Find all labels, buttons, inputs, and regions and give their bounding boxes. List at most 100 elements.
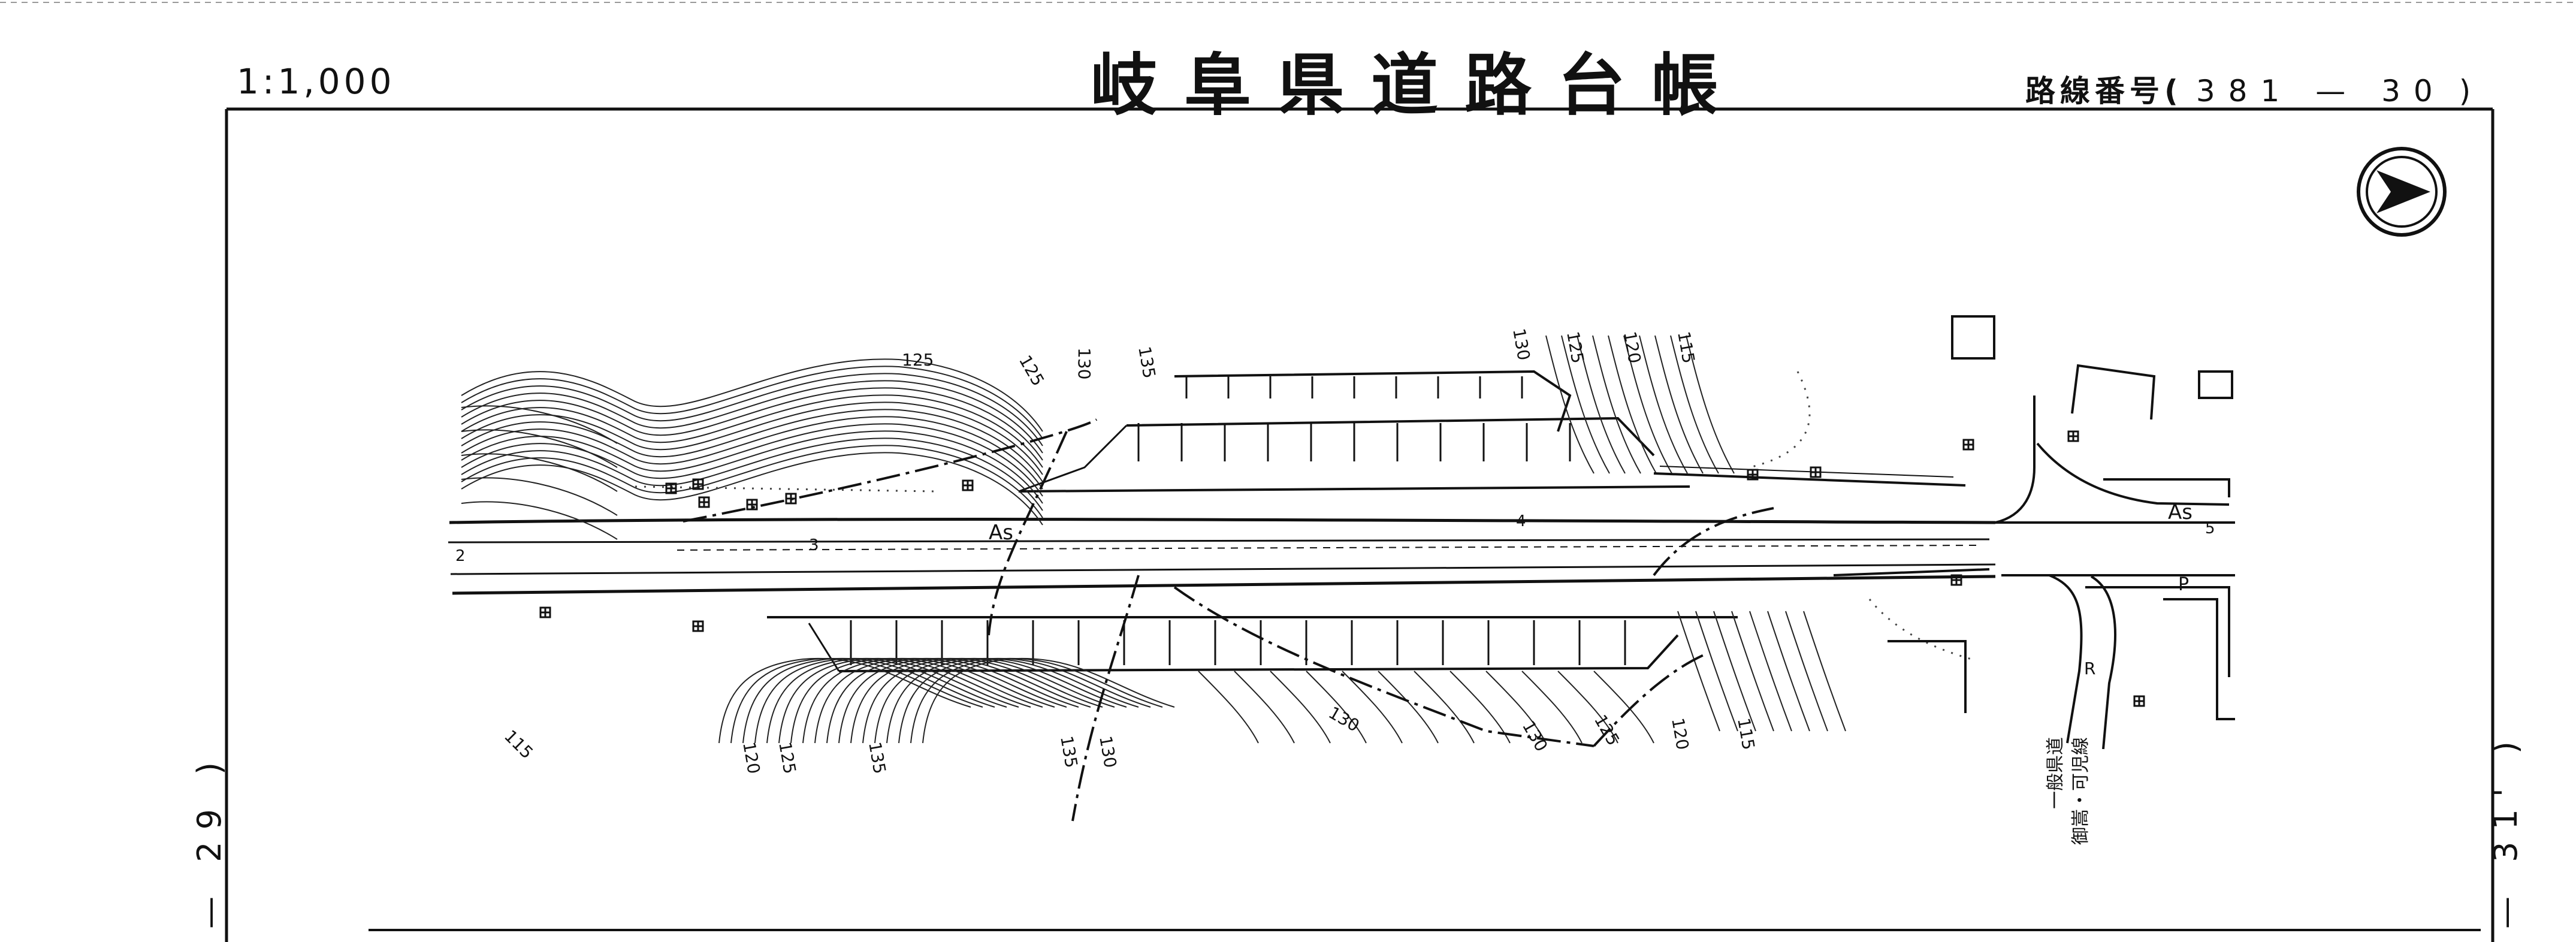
contour-line (1639, 335, 1688, 474)
contour-label: 135 (865, 740, 890, 775)
map-labels: As As 2 3 4 5 125 125 130 135 130 125 12… (455, 327, 2215, 845)
contour-line (1234, 671, 1295, 744)
contour-label: 125 (902, 350, 934, 370)
contour-line (1270, 671, 1331, 744)
contour-line (1561, 335, 1610, 474)
route-number-close: ) (2459, 74, 2475, 108)
contour-line (1521, 671, 1583, 744)
route-number-label: 路線番号( (2025, 74, 2183, 108)
station-label: 5 (2205, 520, 2215, 538)
contour-line (1731, 611, 1774, 732)
pavement-label-east: As (2168, 500, 2193, 524)
map-symbol-r: R (2084, 659, 2095, 678)
contour-line (838, 657, 1091, 744)
north-wall-ticks (1137, 376, 1571, 461)
contour-label: 135 (1056, 734, 1082, 769)
contour-line (1686, 335, 1735, 474)
contour-line (461, 477, 618, 516)
contour-line (1593, 671, 1654, 744)
contour-line (850, 657, 1103, 744)
contour-label: 120 (1620, 330, 1645, 364)
contour-line (1713, 611, 1756, 732)
contour-line (1198, 671, 1259, 744)
contour-line (1785, 611, 1828, 732)
contour-line (461, 366, 1043, 439)
side-road-label-line1: 一般県道 (2045, 737, 2066, 809)
contour-line (718, 657, 971, 744)
contour-line (1545, 335, 1594, 474)
contour-line (1378, 671, 1439, 744)
contour-label: 135 (1134, 345, 1159, 379)
contour-line (1803, 611, 1846, 732)
contour-line (922, 657, 1175, 744)
contour-line (1577, 335, 1626, 474)
contour-label: 120 (739, 740, 764, 775)
contour-line (461, 380, 1043, 454)
contour-label: 130 (1325, 702, 1363, 735)
contour-line (802, 657, 1055, 744)
contour-line (1485, 671, 1547, 744)
map-scale: 1:1,000 (237, 61, 395, 102)
contour-line (461, 387, 1043, 461)
station-label: 4 (1516, 512, 1526, 530)
contour-label: 120 (1668, 716, 1693, 751)
contour-label: 130 (1518, 717, 1551, 755)
route-number-value: 381 — 30 (2196, 74, 2446, 108)
contour-line (1749, 611, 1792, 732)
hatched-shoulder (1653, 466, 1990, 576)
north-arrow-icon (2357, 147, 2447, 237)
contour-label: 125 (775, 740, 800, 775)
contour-line (886, 657, 1139, 744)
contour-line (814, 657, 1067, 744)
contour-line (461, 409, 1043, 482)
contour-line (742, 657, 995, 744)
contour-line (1414, 671, 1475, 744)
contour-line (754, 657, 1007, 744)
contour-line (461, 358, 1043, 432)
contour-label: 115 (1674, 330, 1699, 364)
contour-lines (461, 335, 1846, 744)
contour-label: 125 (1563, 330, 1588, 364)
contour-label: 115 (500, 726, 537, 763)
contour-line (461, 430, 1043, 504)
side-road-label-line2: 御嵩・可児線 (2070, 737, 2091, 845)
contour-line (461, 429, 618, 468)
contour-line (790, 657, 1043, 744)
contour-label: 125 (1015, 352, 1048, 390)
parking-symbol: P (2178, 574, 2189, 595)
side-road (1995, 395, 2230, 750)
contour-line (910, 657, 1163, 744)
contour-label: 115 (1734, 716, 1759, 751)
station-label: 2 (455, 547, 466, 565)
contour-line (874, 657, 1127, 744)
contour-line (461, 401, 1043, 475)
south-wall-ticks (850, 620, 1626, 665)
contour-line (461, 453, 618, 492)
contour-line (461, 501, 618, 540)
contour-line (1592, 335, 1641, 474)
contour-line (461, 394, 1043, 468)
contour-label: 130 (1509, 327, 1534, 361)
contour-line (461, 405, 618, 444)
contour-line (766, 657, 1019, 744)
contour-line (826, 657, 1079, 744)
contour-line (730, 657, 983, 744)
route-number-block: 路線番号( 381 — 30) (2025, 67, 2474, 110)
contour-line (1557, 671, 1618, 744)
contour-line (461, 437, 1043, 511)
survey-markers (539, 430, 2145, 707)
contour-label: 130 (1095, 734, 1121, 769)
page-title: 岐阜県道路台帳 (1091, 47, 1745, 125)
contour-line (1608, 335, 1657, 474)
contour-line (1306, 671, 1367, 744)
contour-line (1654, 335, 1704, 474)
pavement-label-west: As (989, 521, 1013, 545)
buildings (1888, 315, 2235, 720)
contour-line (1670, 335, 1719, 474)
contour-line (461, 445, 1043, 518)
contour-line (1623, 335, 1672, 474)
contour-line (862, 657, 1115, 744)
contour-line (1695, 611, 1738, 732)
contour-line (778, 657, 1031, 744)
